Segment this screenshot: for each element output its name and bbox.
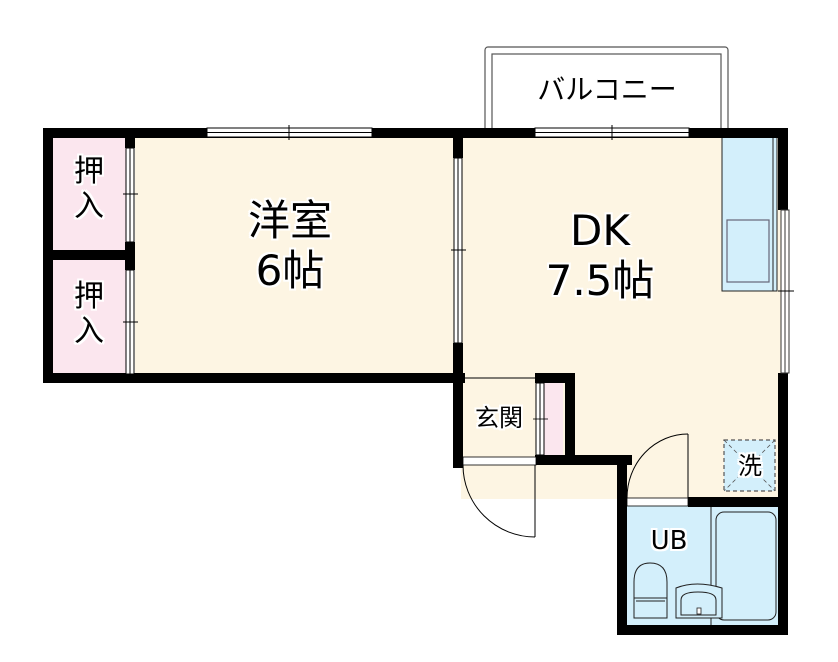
closet-upper-label: 押 入 [68, 154, 110, 224]
kitchen-counter [721, 136, 778, 292]
western-room-size: 6帖 [255, 246, 325, 295]
closet-upper-label-line2: 入 [74, 188, 104, 224]
window-dk-right [778, 209, 794, 374]
entrance-floor [461, 378, 541, 460]
closet-lower-label: 押 入 [68, 279, 110, 349]
balcony-label: バルコニー [537, 73, 677, 106]
entrance-closet-floor [543, 383, 563, 458]
window-dk [534, 125, 690, 140]
closet-lower-label-line1: 押 [74, 279, 104, 314]
balcony [484, 46, 729, 132]
western-room-floor [135, 137, 457, 374]
washbasin [675, 583, 723, 619]
dk-size: 7.5帖 [545, 256, 655, 305]
walls [43, 128, 788, 635]
closet-upper-floor [52, 137, 126, 251]
western-room-label: 洋室 6帖 [215, 200, 365, 292]
washer-label: 洗 [738, 452, 762, 480]
entrance-door [462, 456, 537, 538]
toilet [633, 562, 668, 619]
western-room-name: 洋室 [247, 196, 332, 245]
room-divider-door [451, 157, 466, 344]
closet-lower-door [123, 269, 138, 375]
closet-lower-label-line2: 入 [74, 313, 104, 349]
entrance-label: 玄関 [475, 404, 523, 432]
entrance-closet-door [533, 382, 548, 456]
bathtub [710, 507, 777, 625]
unit-bath-label: UB [650, 526, 688, 556]
closet-lower-floor [52, 260, 126, 374]
window-western [206, 125, 373, 140]
closet-upper-door [123, 147, 138, 243]
bath-door [626, 433, 689, 507]
dk-name: DK [570, 206, 630, 255]
closet-upper-label-line1: 押 [74, 154, 104, 189]
washer-space [723, 439, 776, 492]
dk-label: DK 7.5帖 [520, 210, 680, 302]
